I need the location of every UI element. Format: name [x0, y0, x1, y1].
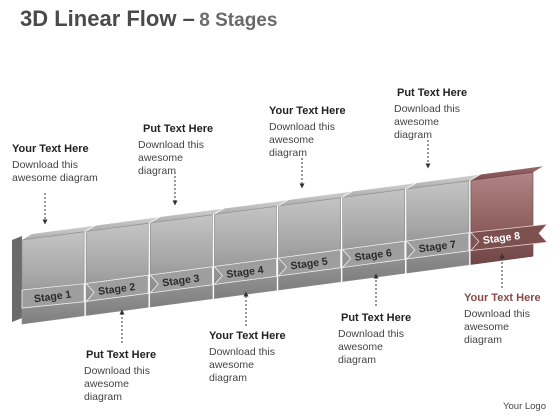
- note-4: Your Text Here Download this awesome dia…: [209, 330, 339, 385]
- stage-4-ribbon: [213, 257, 277, 286]
- stage-3-ribbon: [149, 266, 213, 294]
- stage-4-segment: [214, 205, 277, 299]
- stage-5-label: Stage 5: [290, 255, 329, 272]
- stage-3-segment: [149, 214, 213, 308]
- note-heading: Your Text Here: [12, 143, 89, 155]
- stage-7-ribbon: [405, 232, 470, 260]
- title-sub: 8 Stages: [199, 10, 278, 31]
- stage-1-segment: [21, 231, 85, 325]
- stage-6-top: [342, 183, 415, 198]
- stage-6-ribbon: [341, 240, 406, 269]
- stage-6-segment: [342, 188, 406, 282]
- note-6: Put Text Here Download this awesome diag…: [338, 312, 468, 367]
- title-main: 3D Linear Flow –: [20, 6, 195, 31]
- stage-2-label: Stage 2: [97, 281, 136, 298]
- note-body: Download this awesome diagram: [209, 346, 275, 384]
- note-body: Download this awesome diagram: [138, 139, 204, 177]
- stage-1-ribbon: [21, 283, 85, 309]
- stage-7-top: [406, 174, 479, 189]
- note-body: Download this awesome diagram: [394, 103, 460, 141]
- stage-3-top: [150, 208, 223, 223]
- stage-1-top: [22, 225, 95, 240]
- note-8: Your Text Here Download this awesome dia…: [464, 292, 560, 347]
- stage-5-top: [278, 191, 351, 206]
- stage-1-label: Stage 1: [33, 288, 72, 305]
- note-3: Put Text Here Download this awesome diag…: [138, 123, 268, 178]
- flow-end-cap: [12, 236, 22, 322]
- note-2: Put Text Here Download this awesome diag…: [84, 349, 214, 404]
- note-1: Your Text Here Download this awesome dia…: [12, 143, 142, 185]
- stage-2-top: [86, 217, 159, 232]
- stage-8-ribbon: [469, 223, 548, 252]
- stage-3-label: Stage 3: [162, 272, 201, 289]
- stage-8-segment: [470, 171, 534, 265]
- note-heading: Your Text Here: [209, 330, 286, 342]
- stage-5-segment: [278, 197, 341, 291]
- page-title: 3D Linear Flow – 8 Stages: [20, 6, 277, 32]
- stage-2-ribbon: [85, 274, 149, 303]
- stage-4-label: Stage 4: [226, 264, 265, 281]
- note-body: Download this awesome diagram: [464, 308, 530, 346]
- note-heading: Put Text Here: [397, 87, 468, 99]
- note-body: Download this awesome diagram: [84, 365, 150, 403]
- stage-7-label: Stage 7: [418, 238, 457, 255]
- note-body: Download this awesome diagram: [338, 328, 404, 366]
- note-7: Put Text Here Download this awesome diag…: [394, 87, 524, 142]
- note-heading: Put Text Here: [86, 349, 157, 361]
- note-body: Download this awesome diagram: [269, 121, 335, 159]
- stage-4-top: [214, 200, 287, 215]
- note-heading: Your Text Here: [464, 292, 541, 304]
- stage-8-top: [470, 166, 543, 181]
- stage-6-label: Stage 6: [354, 247, 393, 264]
- note-body: Download this awesome diagram: [12, 159, 98, 184]
- note-5: Your Text Here Download this awesome dia…: [269, 105, 399, 160]
- note-heading: Put Text Here: [143, 123, 214, 135]
- footer-logo-text: Your Logo: [503, 401, 546, 412]
- note-heading: Your Text Here: [269, 105, 346, 117]
- stage-7-segment: [406, 180, 470, 274]
- stage-2-segment: [85, 222, 149, 316]
- note-heading: Put Text Here: [341, 312, 412, 324]
- stage-5-ribbon: [277, 249, 342, 277]
- stage-8-label: Stage 8: [482, 230, 521, 247]
